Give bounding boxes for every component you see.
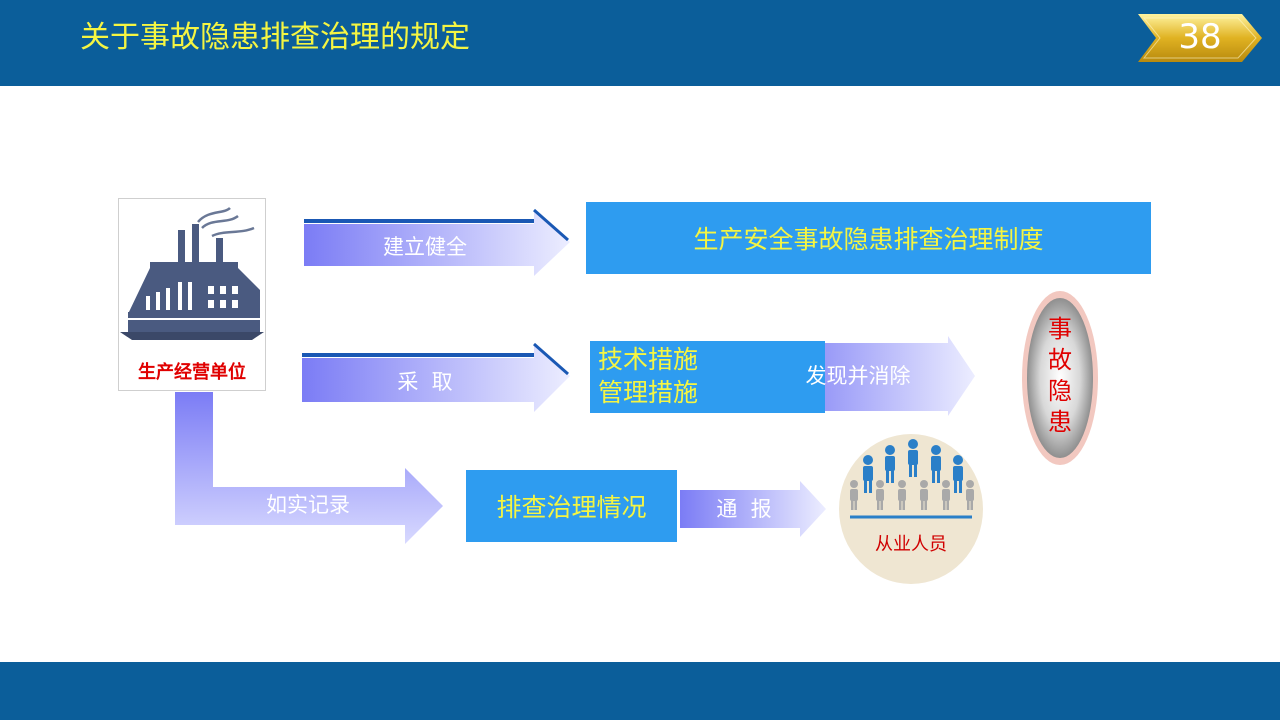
factory-icon	[120, 206, 264, 340]
page-badge-icon	[1138, 14, 1262, 62]
hazard-char: 隐	[1048, 377, 1072, 405]
people-group-icon	[850, 439, 974, 519]
adopt-label: 采 取	[397, 370, 453, 394]
hazard-char: 故	[1048, 346, 1072, 374]
system-box-text: 生产安全事故隐患排查治理制度	[693, 225, 1044, 254]
establish-label: 建立健全	[383, 235, 467, 259]
staff-circle	[839, 434, 983, 584]
hazard-oval-inner	[1027, 298, 1093, 458]
hazard-char: 患	[1048, 408, 1072, 436]
system-box-bg	[586, 202, 1151, 274]
measures-box-text: 技术措施 管理措施	[598, 343, 758, 409]
discover-label: 发现并消除	[805, 364, 911, 388]
source-label: 生产经营单位	[138, 362, 246, 383]
slide-title: 关于事故隐患排查治理的规定	[80, 20, 470, 55]
header-bar	[0, 0, 1280, 86]
situation-box-bg	[466, 470, 677, 542]
footer-bar	[0, 662, 1280, 720]
measures-line-management: 管理措施	[598, 378, 699, 407]
adopt-arrow	[302, 342, 570, 412]
measures-box-bg	[590, 341, 825, 413]
notify-label: 通 报	[716, 497, 772, 521]
establish-arrow	[304, 208, 570, 276]
measures-line-technical: 技术措施	[598, 345, 699, 374]
hazard-char: 事	[1048, 315, 1072, 343]
record-arrow	[175, 392, 443, 544]
staff-label: 从业人员	[875, 534, 947, 555]
page-number: 38	[1178, 17, 1222, 57]
notify-arrow	[680, 481, 826, 537]
record-label: 如实记录	[266, 493, 350, 517]
hazard-label: 事 故 隐 患	[1040, 314, 1080, 438]
situation-box-text: 排查治理情况	[496, 493, 647, 522]
